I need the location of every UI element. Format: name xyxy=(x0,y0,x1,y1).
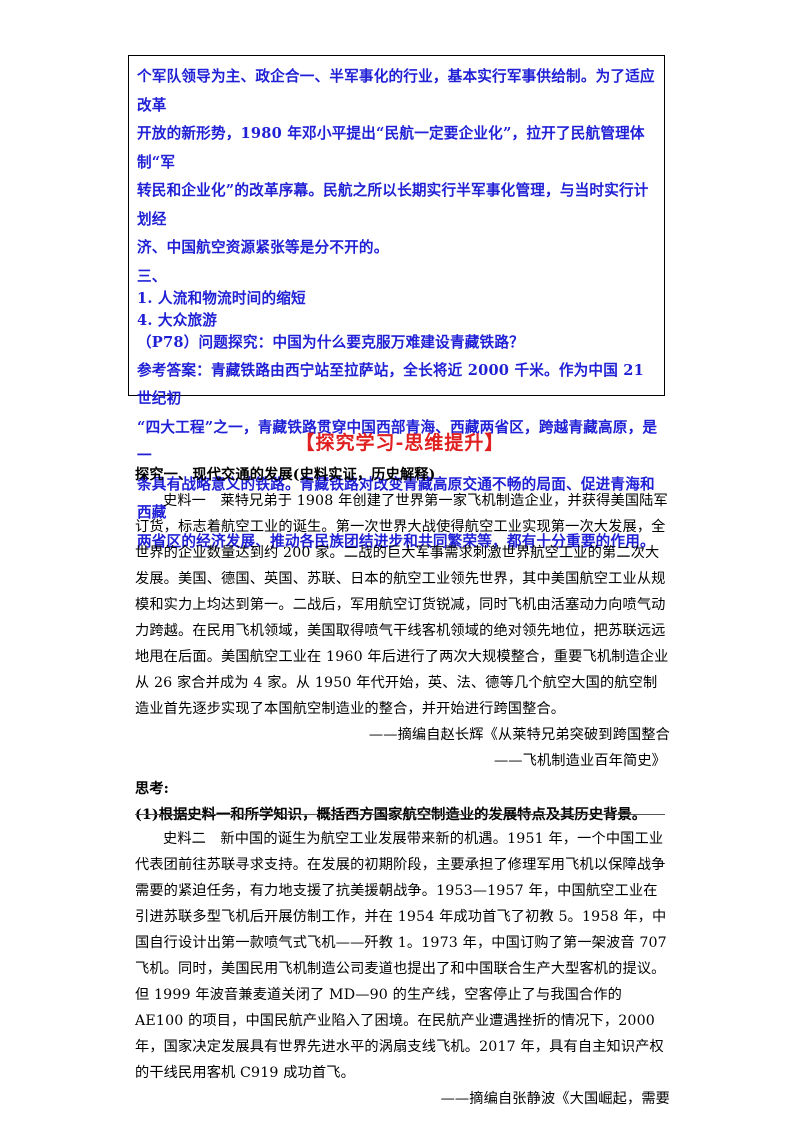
material-1-text: 史料一 莱特兄弟于 1908 年创建了世界第一家飞机制造企业，并获得美国陆军订货… xyxy=(135,493,669,717)
material-1-source: ——摘编自赵长辉《从莱特兄弟突破到跨国整合 xyxy=(368,727,670,743)
box-line: 开放的新形势，1980 年邓小平提出“民航一定要企业化”，拉开了民航管理体制“军 xyxy=(137,125,645,171)
answer-item-4: 4. 大众旅游 xyxy=(137,311,218,329)
inquiry-question: （P78）问题探究：中国为什么要克服万难建设青藏铁路？ xyxy=(137,333,524,351)
box-line: 济、中国航空资源紧张等是分不开的。 xyxy=(137,239,389,256)
material-two: 史料二 新中国的诞生为航空工业发展带来新的机遇。1951 年，一个中国工业代表团… xyxy=(135,826,670,1112)
answer-line: 条具有战略意义的铁路。青藏铁路对改变青藏高原交通不畅的局面、促进青海和西藏 xyxy=(137,475,655,522)
answer-line-blank xyxy=(135,814,665,815)
answer-line: “四大工程”之一，青藏铁路贯穿中国西部青海、西藏两省区，跨越青藏高原，是一 xyxy=(137,418,658,465)
material-one: 探究一、现代交通的发展(史料实证，历史解释) 史料一 莱特兄弟于 1908 年创… xyxy=(135,462,670,828)
material-2-source: ——摘编自张静波《大国崛起，需要 xyxy=(440,1091,670,1107)
box-line: 转民和企业化”的改革序幕。民航之所以长期实行半军事化管理，与当时实行计划经 xyxy=(137,182,649,228)
section-title: 【探究学习-思维提升】 xyxy=(295,432,505,454)
answer-line: 两省区的经济发展、推动各民族团结进步和共同繁荣等，都有十分重要的作用。 xyxy=(137,532,655,550)
answer-item-1: 1. 人流和物流时间的缩短 xyxy=(137,289,306,307)
box-line: 个军队领导为主、政企合一、半军事化的行业，基本实行军事供给制。为了适应改革 xyxy=(137,68,655,114)
think-label: 思考: xyxy=(135,781,170,797)
inquiry-heading: 探究一、现代交通的发展(史料实证，历史解释) xyxy=(135,467,436,483)
question-1: (1)根据史料一和所学知识，概括西方国家航空制造业的发展特点及其历史背景。 xyxy=(135,807,647,823)
material-2-text: 史料二 新中国的诞生为航空工业发展带来新的机遇。1951 年，一个中国工业代表团… xyxy=(135,831,667,1081)
answer-line: 参考答案：青藏铁路由西宁站至拉萨站，全长将近 2000 千米。作为中国 21 世… xyxy=(137,361,644,408)
material-1-source-2: ——飞机制造业百年简史》 xyxy=(493,753,666,769)
answer-box: 个军队领导为主、政企合一、半军事化的行业，基本实行军事供给制。为了适应改革 开放… xyxy=(128,55,665,550)
section-number: 三、 xyxy=(137,267,167,285)
